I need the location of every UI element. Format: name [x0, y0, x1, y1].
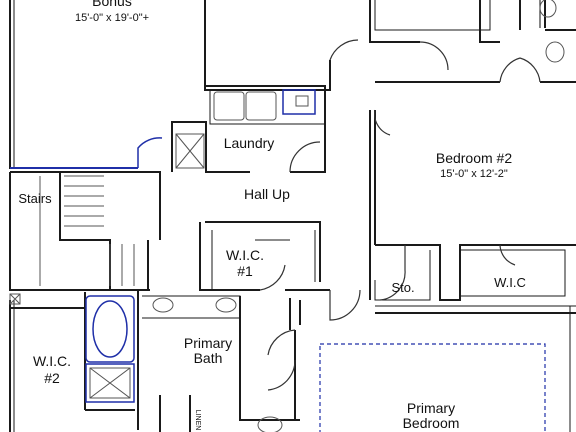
tray-ceiling-outline — [319, 343, 546, 432]
bonus-label: Bonus — [92, 0, 132, 9]
wic2-label-line1: W.I.C. — [33, 353, 71, 369]
accent-lines — [10, 89, 316, 403]
linen-label: LINEN — [194, 410, 201, 431]
stairs-label: Stairs — [18, 191, 52, 206]
primary-bath-label-line1: Primary — [184, 335, 232, 351]
sto-label: Sto. — [391, 280, 414, 295]
wic1-label-line2: #1 — [237, 263, 253, 279]
bedroom2-label: Bedroom #2 — [436, 150, 512, 166]
primary-bedroom-label-line2: Bedroom — [403, 415, 460, 431]
primary-bath-label-line2: Bath — [194, 350, 223, 366]
wic-bed2-label: W.I.C — [494, 275, 526, 290]
primary-bedroom-label-line1: Primary — [407, 400, 455, 416]
hall-up-label: Hall Up — [244, 186, 290, 202]
wic1-label-line1: W.I.C. — [226, 247, 264, 263]
fixtures — [9, 0, 565, 432]
bedroom2-dims: 15'-0" x 12'-2" — [440, 168, 508, 180]
bonus-dims: 15'-0" x 19'-0"+ — [75, 12, 149, 24]
wic2-label-line2: #2 — [44, 370, 60, 386]
doors — [259, 0, 541, 391]
laundry-label: Laundry — [224, 135, 275, 151]
